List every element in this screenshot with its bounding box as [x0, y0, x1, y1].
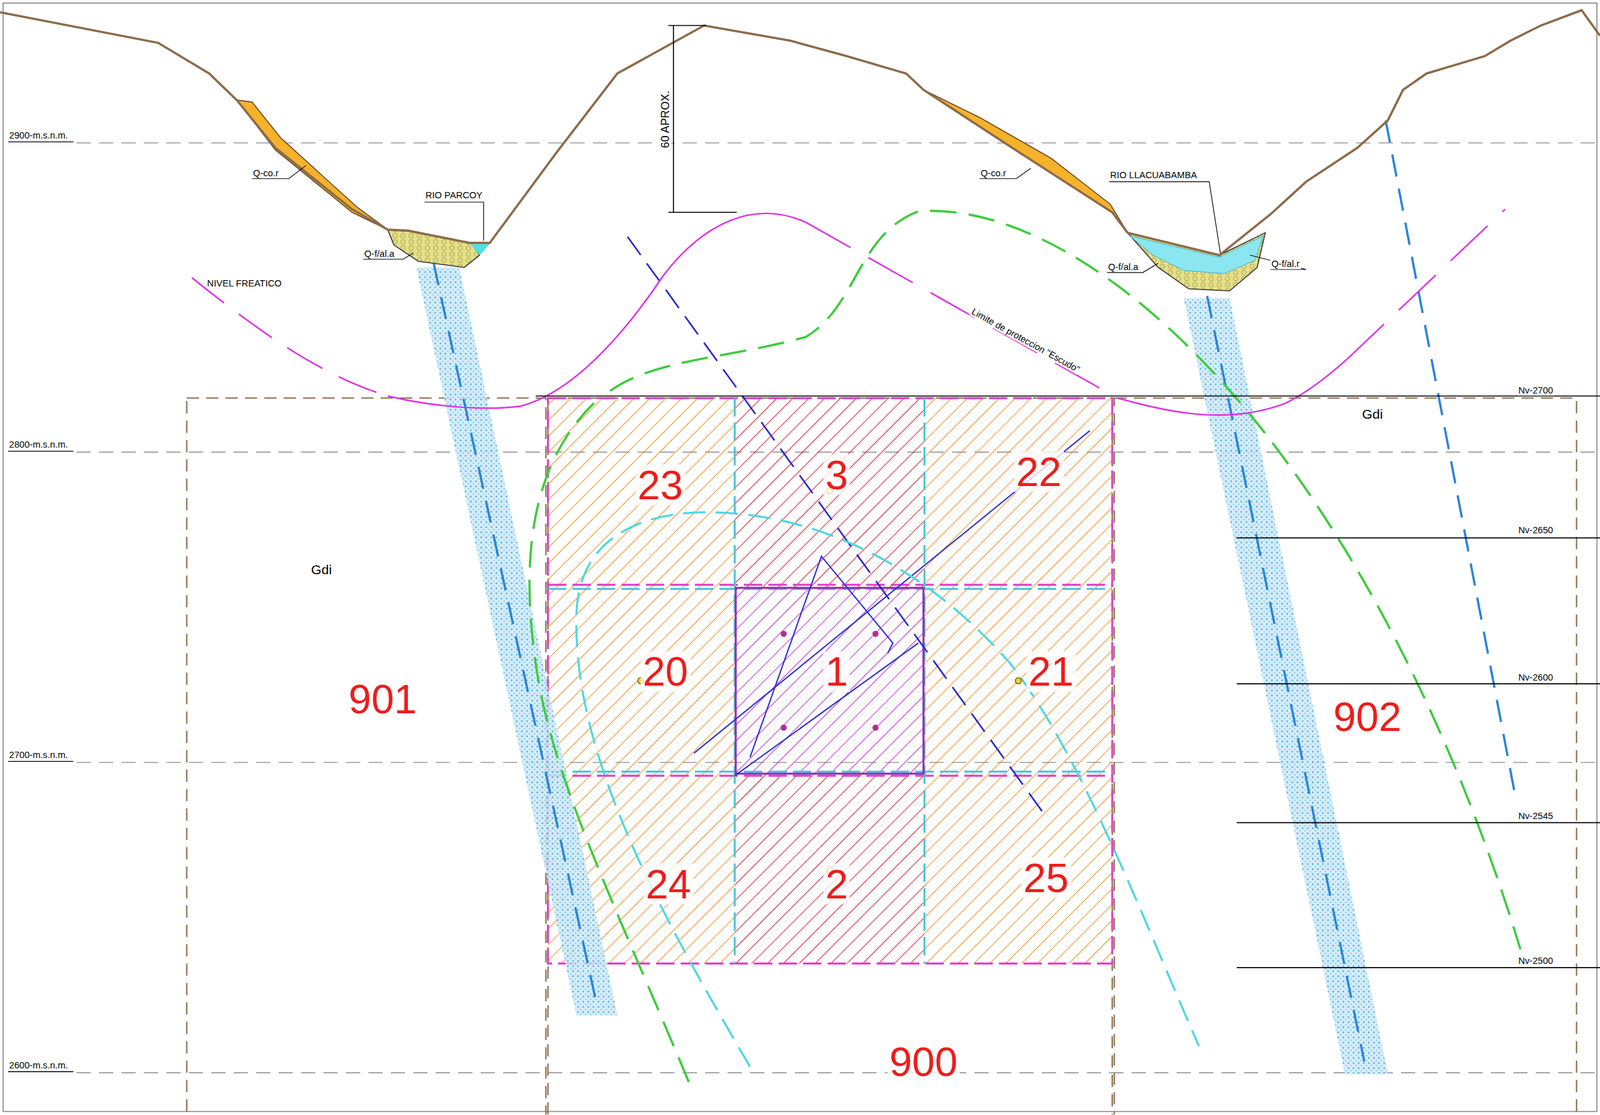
block-number: 2 [823, 863, 851, 905]
block-zone: 20 [548, 586, 736, 774]
elevation-label: 2700-m.s.n.m. [8, 750, 70, 760]
level-label: Nv-2700 [1517, 386, 1555, 396]
block-number: 25 [1020, 857, 1071, 899]
elevation-label: 2600-m.s.n.m. [8, 1060, 70, 1071]
block-zone: 2 [734, 773, 925, 964]
elevation-label: 2800-m.s.n.m. [8, 440, 70, 451]
block-number: 22 [1014, 451, 1064, 493]
block-number: 901 [346, 678, 420, 720]
mining-block: 902 [1114, 397, 1577, 1115]
elevation-label: 2900-m.s.n.m. [8, 130, 70, 141]
unit-label: Q-co.r [251, 168, 280, 179]
block-zone: 25 [924, 773, 1113, 964]
block-number: 1 [823, 650, 851, 692]
block-number: 20 [640, 650, 691, 692]
block-number: 3 [823, 453, 851, 495]
river-label: RIO PARCOY [424, 191, 484, 201]
block-number: 900 [887, 1041, 960, 1082]
level-label: Nv-2545 [1517, 811, 1555, 822]
block-number: 23 [635, 464, 686, 506]
mining-block: 900 23 3 22 20 1 21 24 2 25 [548, 397, 1113, 1115]
block-number: 24 [643, 863, 694, 905]
rock-label: Gdi [310, 562, 333, 576]
block-zone: 3 [734, 397, 925, 587]
block-zone: 21 [924, 586, 1113, 774]
block-number: 902 [1331, 696, 1404, 738]
block-zone: 23 [548, 397, 736, 587]
block-zone: 1 [734, 586, 925, 774]
boundary-label: Limite de proteccion "Escudo" [969, 306, 1082, 375]
block-zone: 22 [924, 397, 1113, 587]
unit-label: Q-co.r [979, 168, 1008, 179]
block-zone: 24 [548, 773, 736, 964]
river-label: RIO LLACUABAMBA [1109, 171, 1198, 181]
rock-label: Gdi [1360, 407, 1384, 422]
unit-label: Q-f/al.r [1270, 259, 1301, 270]
water-table-label: NIVEL FREATICO [205, 278, 283, 289]
level-label: Nv-2600 [1517, 672, 1555, 683]
level-label: Nv-2650 [1517, 526, 1555, 536]
dimension-label: 60 APROX. [659, 89, 671, 149]
unit-label: Q-f/al.a [1107, 262, 1140, 272]
block-number: 21 [1025, 650, 1076, 692]
mining-block: 901 [186, 397, 547, 1115]
unit-label: Q-f/al.a [363, 249, 396, 259]
level-label: Nv-2500 [1517, 956, 1555, 967]
